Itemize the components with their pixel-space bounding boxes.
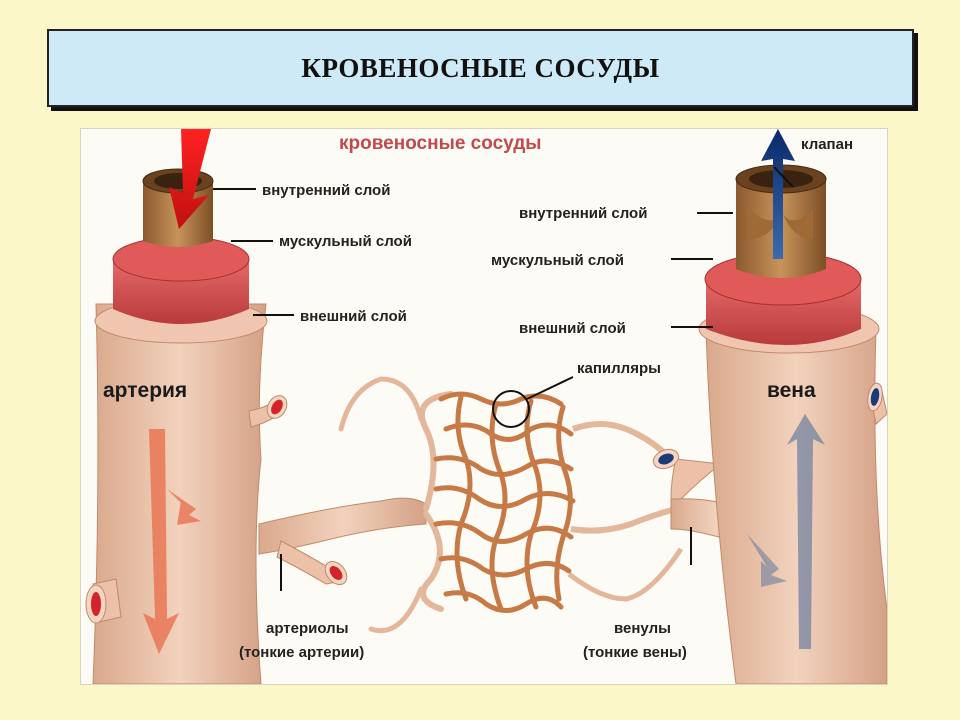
label-inner-layer-artery: внутренний слой bbox=[262, 182, 390, 199]
label-capillaries: капилляры bbox=[577, 360, 661, 377]
blood-vessels-figure: кровеносные сосуды bbox=[80, 128, 888, 685]
label-arterioles-note: (тонкие артерии) bbox=[239, 644, 364, 661]
leader-lines bbox=[213, 166, 794, 591]
capillary-bed bbox=[338, 376, 576, 633]
label-outer-layer-artery: внешний слой bbox=[300, 308, 407, 325]
artery bbox=[85, 129, 288, 684]
label-muscle-layer-vein: мускульный слой bbox=[491, 252, 624, 269]
label-outer-layer-vein: внешний слой bbox=[519, 320, 626, 337]
vein bbox=[698, 129, 887, 684]
slide-title: КРОВЕНОСНЫЕ СОСУДЫ bbox=[301, 52, 660, 83]
label-valve: клапан bbox=[801, 136, 853, 153]
label-inner-layer-vein: внутренний слой bbox=[519, 205, 647, 222]
title-box: КРОВЕНОСНЫЕ СОСУДЫ bbox=[47, 29, 914, 107]
vessels-diagram: кровеносные сосуды bbox=[85, 129, 887, 684]
label-artery: артерия bbox=[103, 379, 187, 402]
label-arterioles: артериолы bbox=[266, 620, 349, 637]
label-venules-note: (тонкие вены) bbox=[583, 644, 687, 661]
label-venules: венулы bbox=[614, 620, 671, 637]
figure-heading: кровеносные сосуды bbox=[339, 133, 542, 154]
label-vein: вена bbox=[767, 379, 816, 402]
label-muscle-layer-artery: мускульный слой bbox=[279, 233, 412, 250]
capillary-highlight-circle bbox=[492, 390, 530, 428]
arteriole bbox=[258, 497, 427, 586]
